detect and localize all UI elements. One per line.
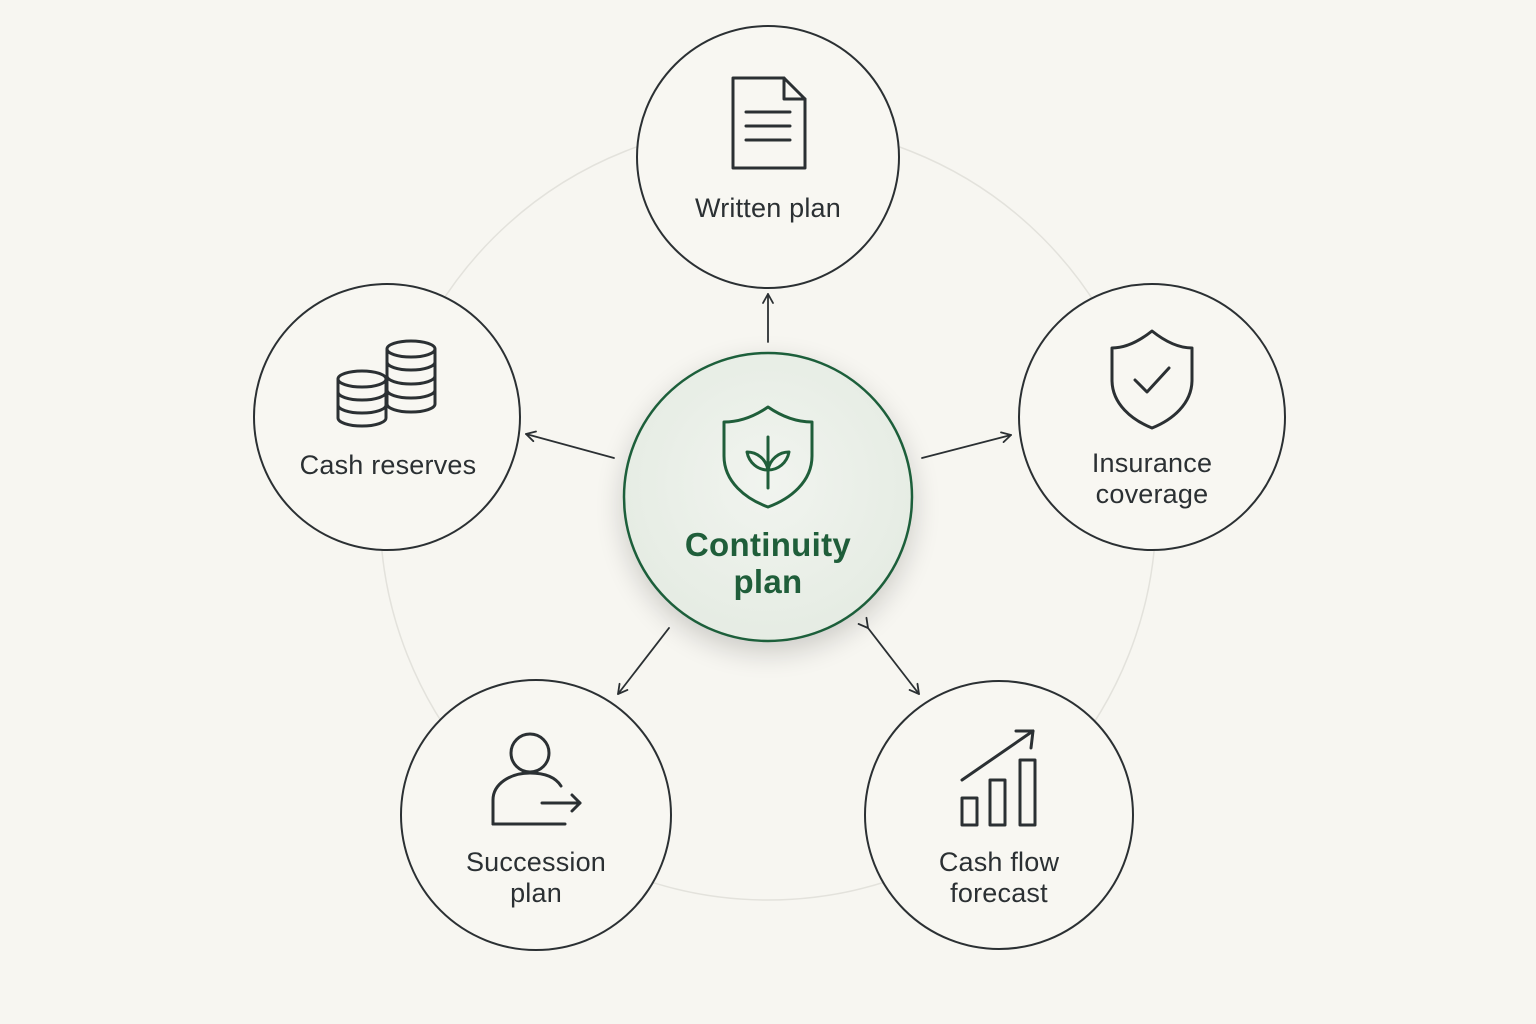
arrow-to-insurance [921, 431, 1012, 459]
coins-icon [336, 339, 437, 428]
person-arrow-icon [491, 732, 582, 826]
arrow-to-cash-reserves [525, 430, 615, 459]
continuity-plan-node[interactable] [622, 351, 914, 643]
shield-leaf-icon [722, 405, 814, 509]
cash-reserves-label: Cash reserves [299, 450, 477, 480]
arrow-to-cash-flow [857, 616, 920, 695]
cash-flow-node[interactable] [864, 680, 1134, 950]
shield-check-icon [1110, 329, 1194, 430]
continuity-plan-label: Continuity plan [684, 526, 852, 600]
written-plan-label: Written plan [695, 193, 841, 223]
succession-node[interactable] [400, 679, 672, 951]
document-icon [731, 76, 807, 170]
chart-up-icon [960, 729, 1037, 827]
insurance-label: Insurance coverage [1091, 448, 1213, 509]
arrow-to-succession [617, 627, 670, 695]
connector-arrows [525, 293, 1012, 695]
insurance-node[interactable] [1018, 283, 1286, 551]
succession-label: Succession plan [465, 847, 607, 908]
cash-flow-label: Cash flow forecast [938, 847, 1060, 908]
written-plan-node[interactable] [636, 25, 900, 289]
